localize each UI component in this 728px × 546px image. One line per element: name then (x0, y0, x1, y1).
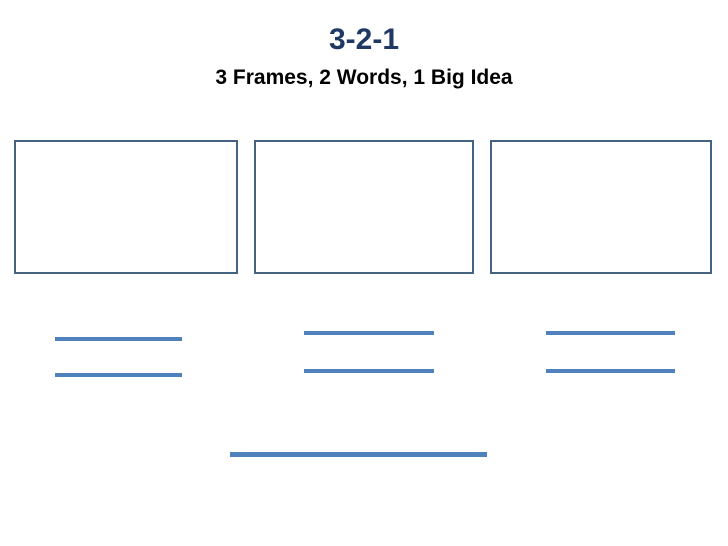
frame-box-3[interactable] (490, 140, 712, 274)
page-title: 3-2-1 (328, 23, 400, 56)
word-rule-1-line-2[interactable] (55, 373, 182, 377)
word-rule-2-line-1[interactable] (304, 331, 434, 335)
frame-box-1[interactable] (14, 140, 238, 274)
word-rule-3-line-2[interactable] (546, 369, 675, 373)
word-rule-3-line-1[interactable] (546, 331, 675, 335)
frame-box-2[interactable] (254, 140, 474, 274)
page-subtitle: 3 Frames, 2 Words, 1 Big Idea (215, 66, 513, 89)
big-idea-rule[interactable] (230, 452, 487, 457)
word-rule-1-line-1[interactable] (55, 337, 182, 341)
word-rule-2-line-2[interactable] (304, 369, 434, 373)
